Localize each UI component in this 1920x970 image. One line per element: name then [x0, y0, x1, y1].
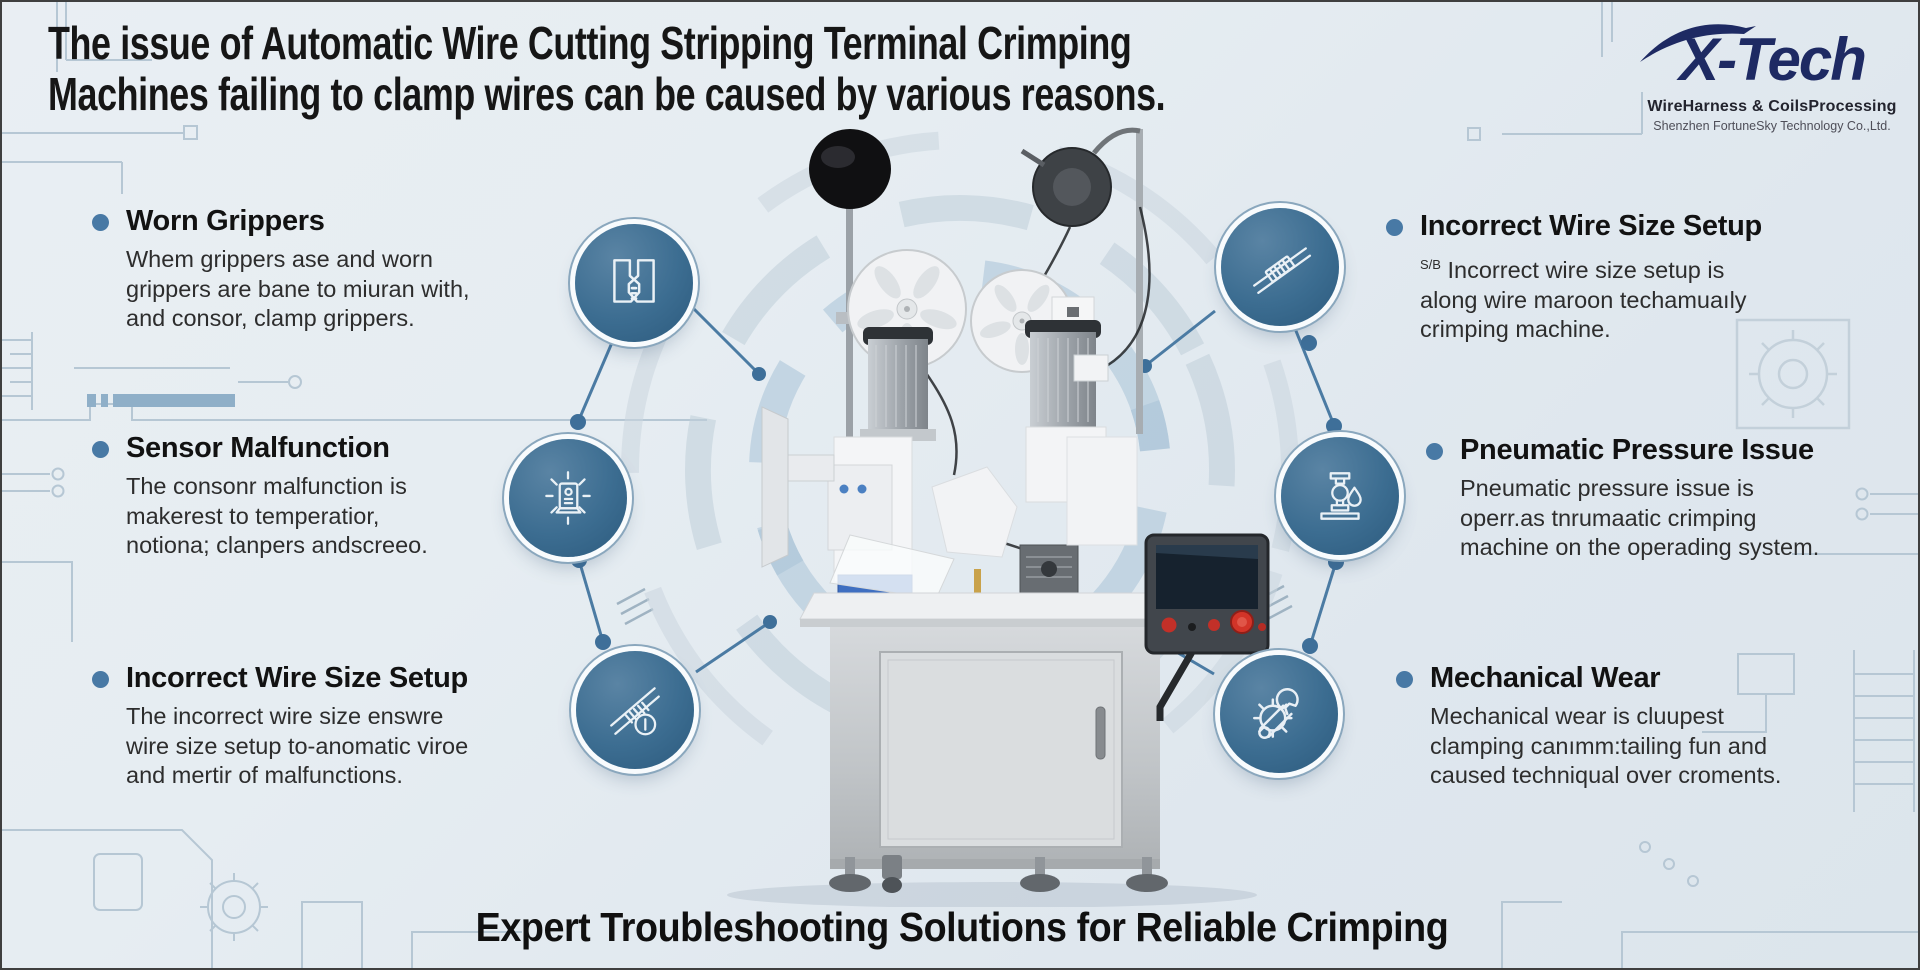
bullet-dot — [92, 214, 109, 231]
cause-body-text: Incorrect wire size setup is along wire … — [1420, 257, 1747, 342]
bullet-dot — [1396, 671, 1413, 688]
cause-body: Whem grippers ase and worn grippers are … — [126, 246, 470, 331]
cause-body: Pneumatic pressure issue is operr.as tnr… — [1460, 475, 1820, 560]
cause-body-superscript: S/B — [1420, 257, 1441, 272]
gear-wrench-icon — [1253, 688, 1299, 739]
logo-swoosh-icon — [1640, 24, 1756, 63]
crimping-machine-photo — [727, 127, 1270, 907]
cause-body: The incorrect wire size enswre wire size… — [126, 703, 469, 788]
brand-name: X-Tech — [1679, 26, 1867, 93]
cause-item-mechanical-wear: Mechanical Wear Mechanical wear is cluup… — [1394, 662, 1880, 791]
cause-title: Pneumatic Pressure Issue — [1460, 434, 1814, 466]
wire-gauge-icon — [1253, 247, 1312, 294]
grippers-icon — [613, 259, 655, 303]
bullet-dot — [1426, 443, 1443, 460]
blue-bars-decoration — [87, 394, 235, 407]
cause-title: Mechanical Wear — [1430, 662, 1661, 694]
bullet-dot — [92, 671, 109, 688]
pneumatic-valve-icon — [1320, 472, 1362, 520]
brand-logo: X-Tech WireHarness & CoilsProcessing She… — [1640, 24, 1902, 133]
cause-item-pneumatic-pressure: Pneumatic Pressure Issue Pneumatic press… — [1424, 434, 1918, 563]
cause-item-incorrect-wire-size-right: Incorrect Wire Size Setup S/B Incorrect … — [1384, 210, 1860, 345]
sensor-icon — [545, 471, 591, 525]
badge-wire-size — [576, 651, 694, 769]
badge-wire-gauge — [1221, 208, 1339, 326]
badge-worn-grippers — [575, 224, 693, 342]
badge-mechanical-wear — [1220, 655, 1338, 773]
connector-lines — [576, 303, 1338, 676]
bullet-dot — [1386, 219, 1403, 236]
page-title: The issue of Automatic Wire Cutting Stri… — [48, 17, 1166, 120]
brand-tagline: WireHarness & CoilsProcessing — [1647, 98, 1897, 115]
wire-size-icon — [610, 687, 660, 736]
cause-title: Incorrect Wire Size Setup — [126, 662, 468, 694]
cause-title: Incorrect Wire Size Setup — [1420, 210, 1762, 242]
badge-pneumatic — [1281, 437, 1399, 555]
cause-item-worn-grippers: Worn Grippers Whem grippers ase and worn… — [90, 205, 506, 334]
badge-sensor — [509, 439, 627, 557]
brand-company: Shenzhen FortuneSky Technology Co.,Ltd. — [1653, 119, 1891, 133]
cause-body: Mechanical wear is cluupest clamping can… — [1430, 703, 1782, 788]
cause-body: The consonr malfunction is makerest to t… — [126, 473, 428, 558]
cause-item-sensor-malfunction: Sensor Malfunction The consonr malfuncti… — [90, 432, 526, 561]
cause-body: S/B Incorrect wire size setup is along w… — [1420, 250, 1860, 345]
footer-headline: Expert Troubleshooting Solutions for Rel… — [475, 904, 1449, 950]
title-line-1: The issue of Automatic Wire Cutting Stri… — [48, 17, 1132, 69]
cause-title: Worn Grippers — [126, 205, 325, 237]
cause-item-incorrect-wire-size-left: Incorrect Wire Size Setup The incorrect … — [90, 662, 566, 791]
title-line-2: Machines failing to clamp wires can be c… — [48, 68, 1166, 120]
cause-title: Sensor Malfunction — [126, 432, 390, 464]
bullet-dot — [92, 441, 109, 458]
